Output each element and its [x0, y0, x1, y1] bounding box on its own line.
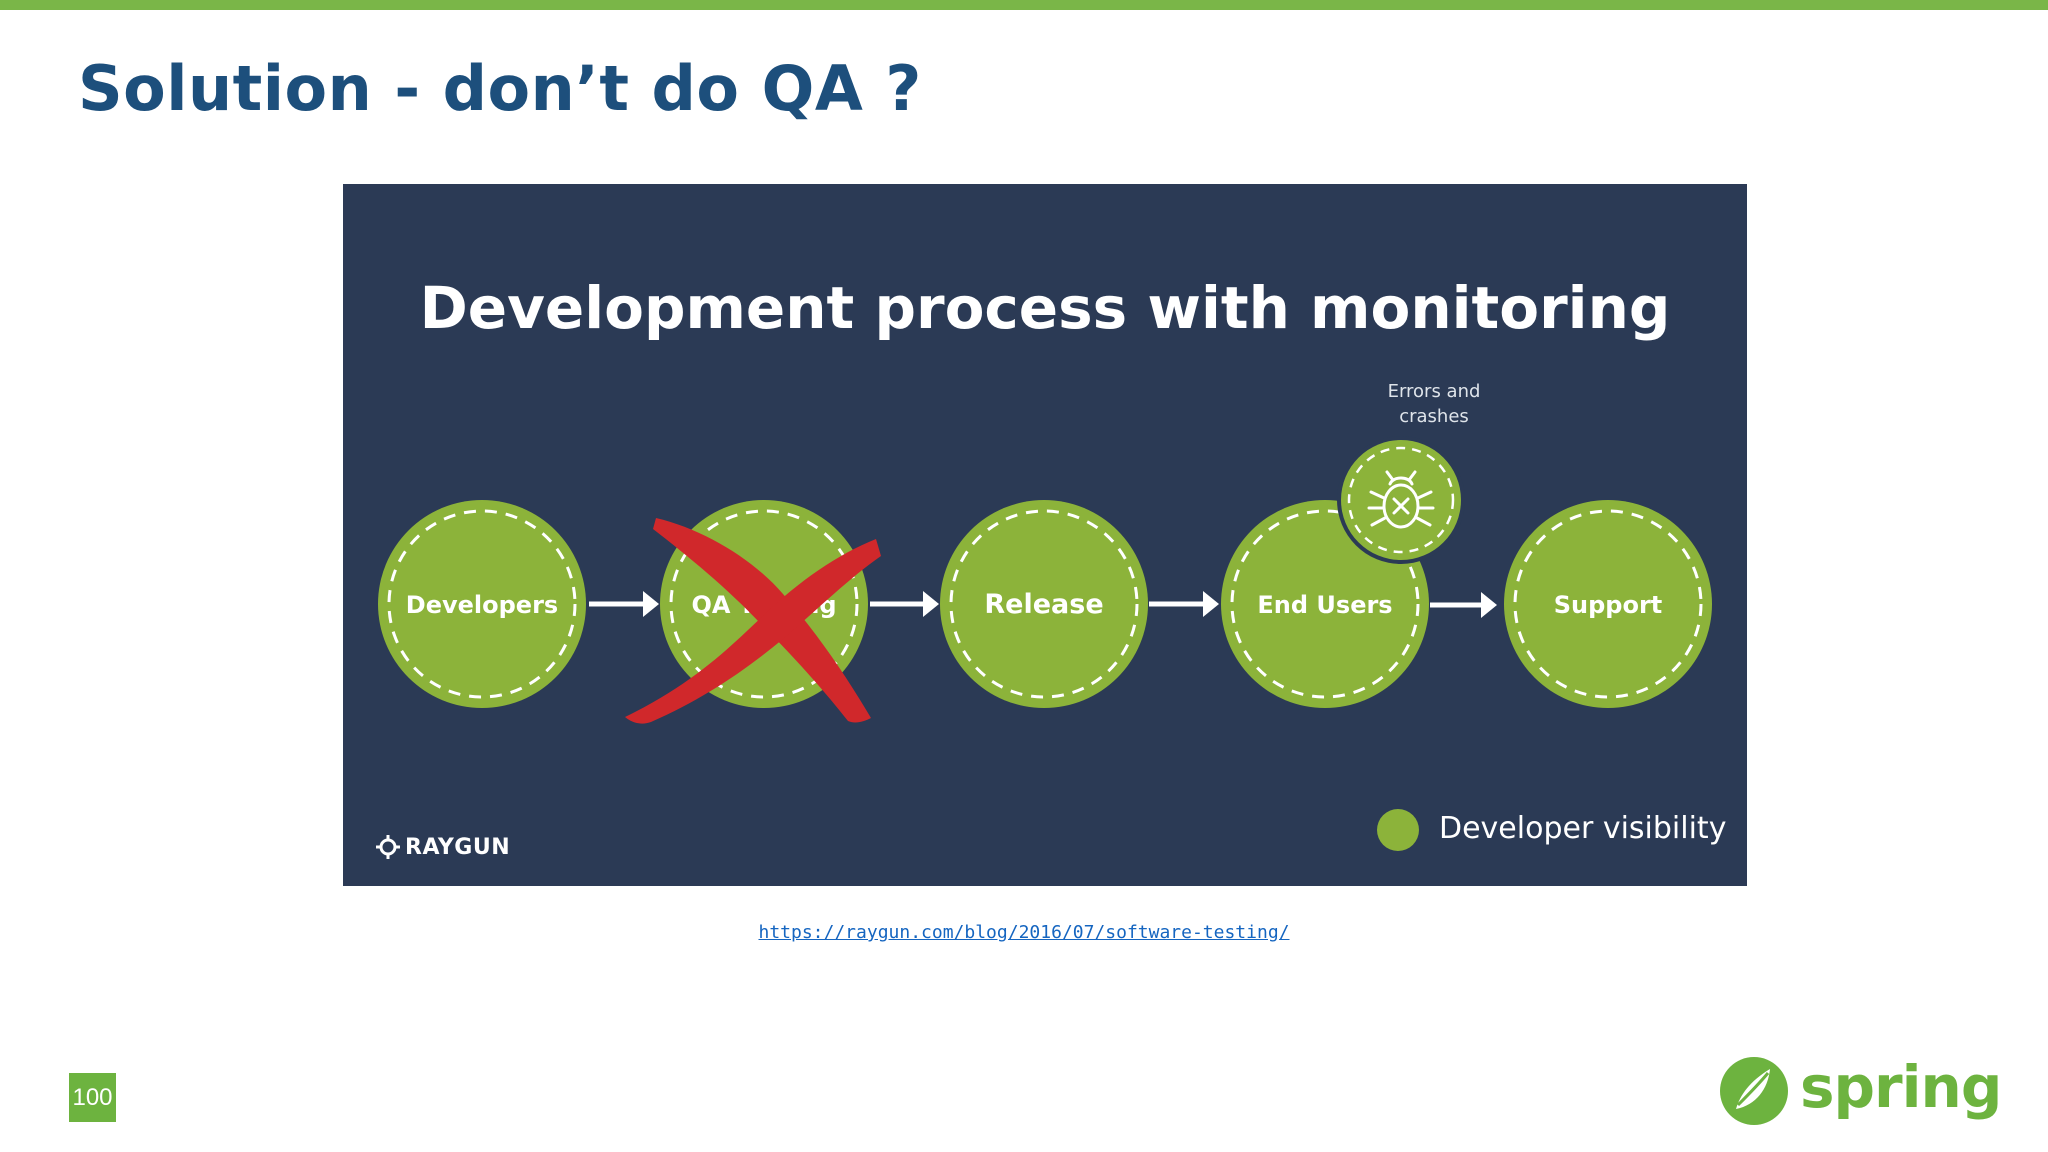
node-release: Release: [940, 500, 1148, 708]
errors-label-line1: Errors and: [1387, 381, 1481, 402]
raygun-gear-icon: [376, 835, 400, 859]
page-number: 100: [69, 1073, 116, 1122]
node-label-developers: Developers: [406, 591, 558, 619]
raygun-logo-text: RAYGUN: [405, 834, 511, 860]
source-link[interactable]: https://raygun.com/blog/2016/07/software…: [758, 922, 1290, 943]
flow-arrows: [589, 591, 1497, 618]
errors-and-crashes-label: Errors and crashes: [1354, 379, 1514, 429]
process-diagram-image: Development process with monitoring: [343, 184, 1747, 886]
node-label-support: Support: [1554, 591, 1663, 619]
spring-logo-text: spring: [1800, 1053, 2002, 1121]
diagram-title: Development process with monitoring: [419, 274, 1671, 342]
errors-label-line2: crashes: [1399, 406, 1469, 427]
process-diagram: Developers QA Testing Release: [378, 436, 1712, 724]
slide-title: Solution - don’t do QA ?: [78, 52, 922, 125]
node-support: Support: [1504, 500, 1712, 708]
legend-label: Developer visibility: [1439, 811, 1727, 846]
errors-bubble: [1337, 436, 1465, 564]
legend-swatch: [1377, 809, 1419, 851]
raygun-logo: RAYGUN: [375, 834, 510, 860]
cross-out-mark: [625, 518, 881, 724]
top-accent-bar: [0, 0, 2048, 10]
node-label-end-users: End Users: [1257, 591, 1392, 619]
bug-icon: [1367, 470, 1435, 529]
leaf-icon: [1720, 1057, 1788, 1125]
node-label-release: Release: [984, 589, 1103, 620]
node-developers: Developers: [378, 500, 586, 708]
spring-logo: spring: [1718, 1053, 2002, 1127]
